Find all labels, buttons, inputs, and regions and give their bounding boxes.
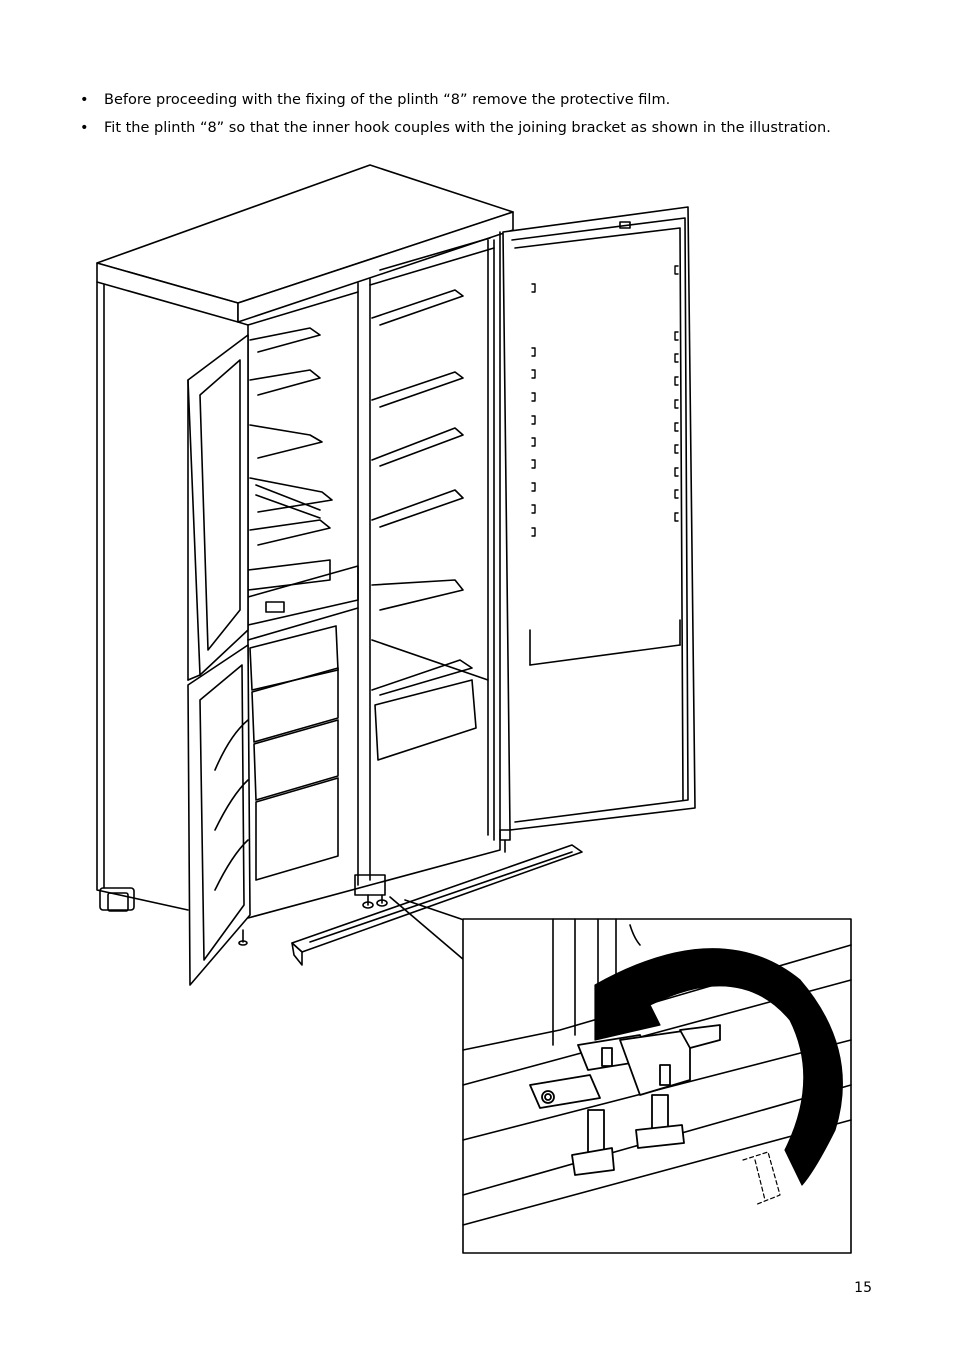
instruction-item: • Before proceeding with the fixing of t…	[80, 86, 900, 114]
right-door	[499, 206, 696, 853]
right-shelves	[371, 289, 489, 761]
instruction-item: • Fit the plinth “8” so that the inner h…	[80, 114, 900, 142]
instruction-text: Fit the plinth “8” so that the inner hoo…	[104, 120, 831, 136]
page-number: 15	[854, 1280, 872, 1296]
callout-leader	[389, 896, 465, 961]
rotation-arrow-icon	[594, 948, 843, 1186]
detail-inset	[462, 918, 852, 1254]
front-feet	[238, 874, 388, 946]
bullet: •	[80, 120, 89, 136]
left-upper-door	[187, 334, 249, 681]
left-lower-door	[187, 644, 251, 986]
cabinet-left-side	[96, 281, 189, 912]
cabinet-top	[96, 164, 514, 323]
instruction-text: Before proceeding with the fixing of the…	[104, 92, 671, 108]
bullet: •	[80, 92, 89, 108]
instruction-list: • Before proceeding with the fixing of t…	[80, 86, 900, 142]
left-drawers	[247, 607, 359, 881]
left-shelves	[247, 327, 359, 626]
plinth	[291, 844, 583, 966]
cabinet-interior	[237, 231, 501, 919]
